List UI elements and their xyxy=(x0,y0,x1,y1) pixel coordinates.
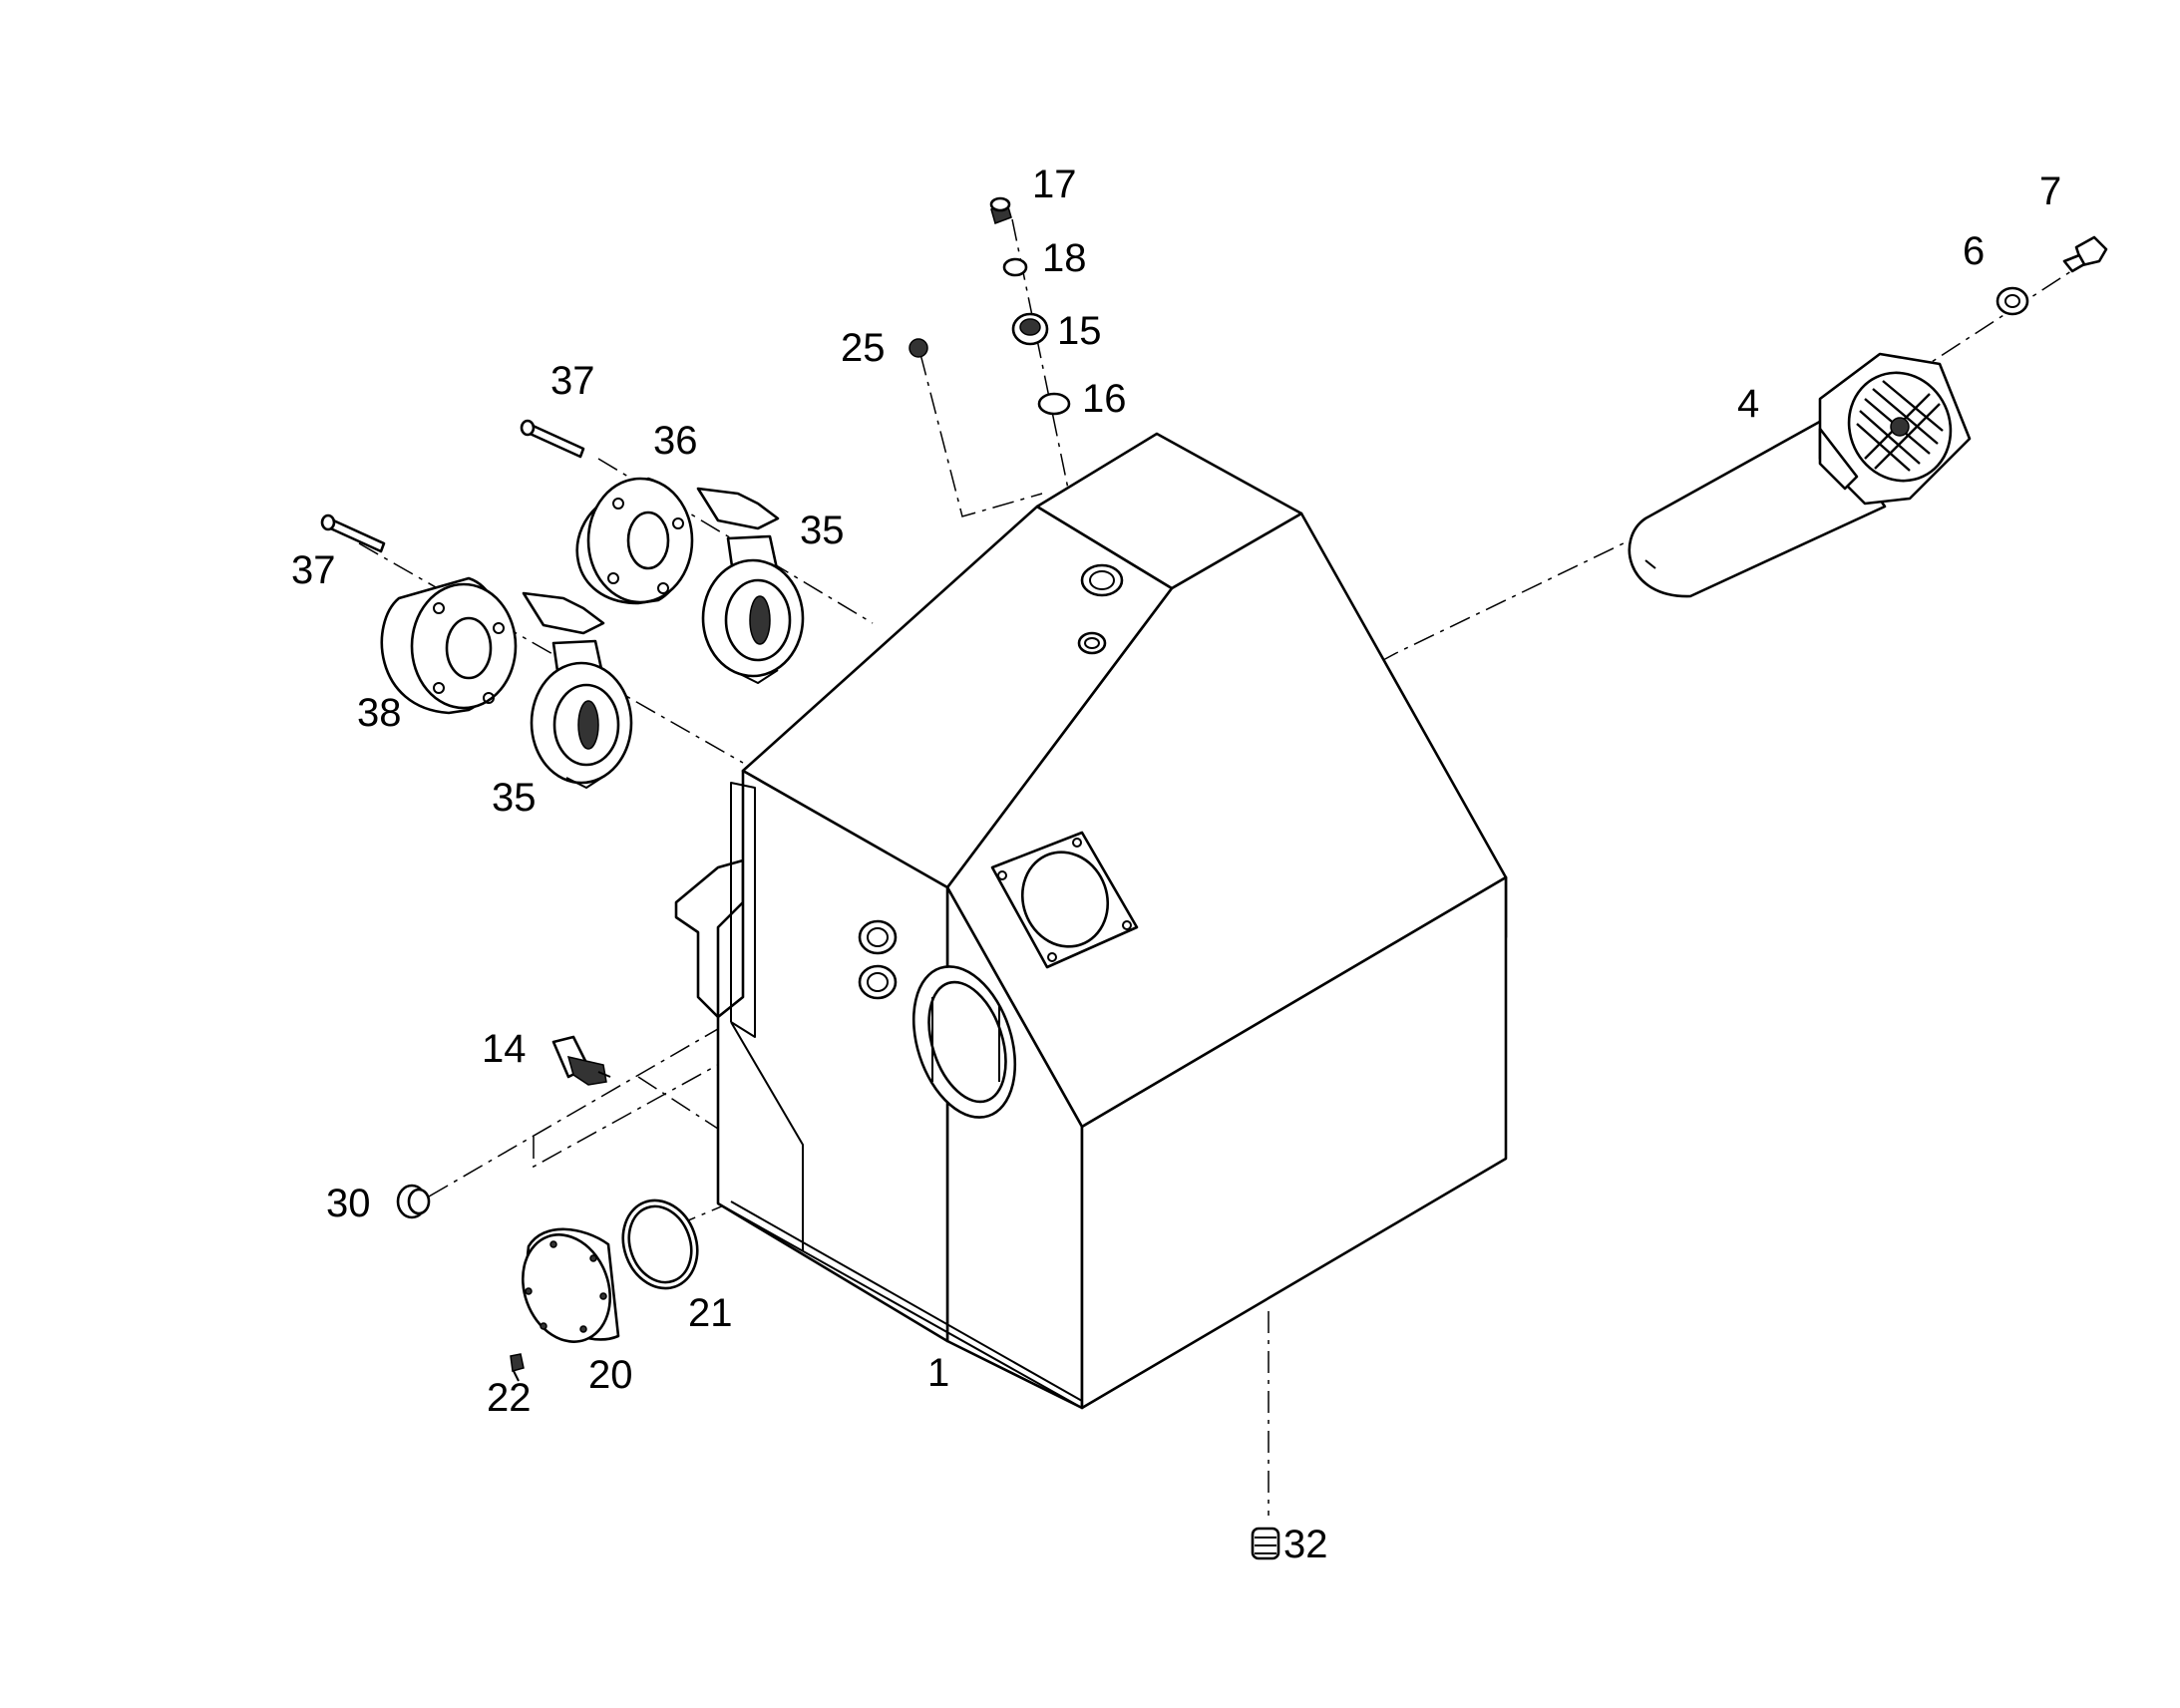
callout-38: 38 xyxy=(357,691,402,735)
callout-22: 22 xyxy=(487,1376,532,1420)
flange-bolt-b xyxy=(1072,838,1082,848)
butterfly-valve-35-upper xyxy=(696,487,805,684)
sensor-14 xyxy=(551,1035,611,1086)
mounting-bracket xyxy=(674,858,745,1019)
callout-6: 6 xyxy=(1963,229,1985,273)
boss-lower xyxy=(858,964,898,1000)
boss-upper xyxy=(858,919,898,955)
washer-6 xyxy=(1996,286,2029,316)
callout-14: 14 xyxy=(482,1027,527,1071)
flange-adapter-38 xyxy=(380,576,518,715)
boss-lower-inner xyxy=(867,972,889,992)
callout-36: 36 xyxy=(653,419,698,463)
callout-25: 25 xyxy=(841,326,886,370)
callout-15: 15 xyxy=(1057,309,1102,353)
tank-lower-right-face xyxy=(1080,875,1508,1410)
butterfly-valve-35-lower xyxy=(522,591,633,789)
o-ring-21-inner xyxy=(627,1204,693,1284)
bolt-37-upper xyxy=(520,419,585,459)
breather-17 xyxy=(989,196,1012,224)
bolt-37-lower xyxy=(320,513,386,553)
seal-ring-18 xyxy=(1002,257,1028,277)
callout-20: 20 xyxy=(588,1353,633,1397)
top-boss-small-inner xyxy=(1084,637,1100,649)
flange-bolt-a xyxy=(997,870,1007,880)
callout-17: 17 xyxy=(1032,163,1077,206)
centerline-top-port xyxy=(1011,218,1098,629)
top-boss-large-inner xyxy=(1089,570,1115,590)
callout-37-lower: 37 xyxy=(291,548,336,592)
cover-plate-20 xyxy=(521,1227,620,1343)
boss-upper-inner xyxy=(867,927,889,947)
return-filter xyxy=(1628,352,1972,598)
callout-1: 1 xyxy=(927,1351,949,1395)
callout-35-lower: 35 xyxy=(492,776,537,820)
filter-head-side-block xyxy=(1818,427,1859,491)
flange-bolt-c xyxy=(1122,920,1132,930)
round-port-rim xyxy=(931,997,1000,1082)
callout-37-upper: 37 xyxy=(550,359,595,403)
o-ring-16 xyxy=(1037,392,1071,416)
filter-head-hub xyxy=(1890,417,1910,437)
flange-adapter-36 xyxy=(575,477,694,605)
callout-18: 18 xyxy=(1042,236,1087,280)
callout-4: 4 xyxy=(1737,382,1759,426)
callout-16: 16 xyxy=(1082,377,1127,421)
callout-35-upper: 35 xyxy=(800,509,845,552)
plug-25 xyxy=(908,338,928,358)
tank-top-ridge xyxy=(1035,432,1303,590)
callout-21: 21 xyxy=(688,1291,733,1335)
tank-housing xyxy=(674,432,1508,1410)
screw-7 xyxy=(2062,235,2108,273)
centerline-valve-lower xyxy=(358,542,744,764)
washer-6-hole xyxy=(2004,294,2020,308)
plug-30 xyxy=(396,1184,431,1219)
drain-plug-32 xyxy=(1251,1527,1280,1560)
callout-30: 30 xyxy=(326,1182,371,1225)
round-port-inner xyxy=(927,980,1007,1104)
callout-labels: 1 4 6 7 14 15 16 17 18 20 21 22 25 30 32… xyxy=(291,163,2061,1566)
centerline-plug-25 xyxy=(919,353,1043,517)
flange-port-bore xyxy=(1020,851,1110,948)
callout-7: 7 xyxy=(2039,170,2061,213)
centerline-sensor xyxy=(428,941,869,1197)
screw-22 xyxy=(510,1353,525,1382)
adapter-15 xyxy=(1011,312,1049,346)
flange-bolt-d xyxy=(1047,952,1057,962)
top-boss-large xyxy=(1080,563,1124,597)
tank-inner-panel xyxy=(730,782,756,1038)
callout-32: 32 xyxy=(1283,1523,1328,1566)
top-boss-small xyxy=(1077,631,1107,655)
filter-tab xyxy=(1644,559,1656,569)
tank-inner-diagonal xyxy=(730,1021,804,1251)
